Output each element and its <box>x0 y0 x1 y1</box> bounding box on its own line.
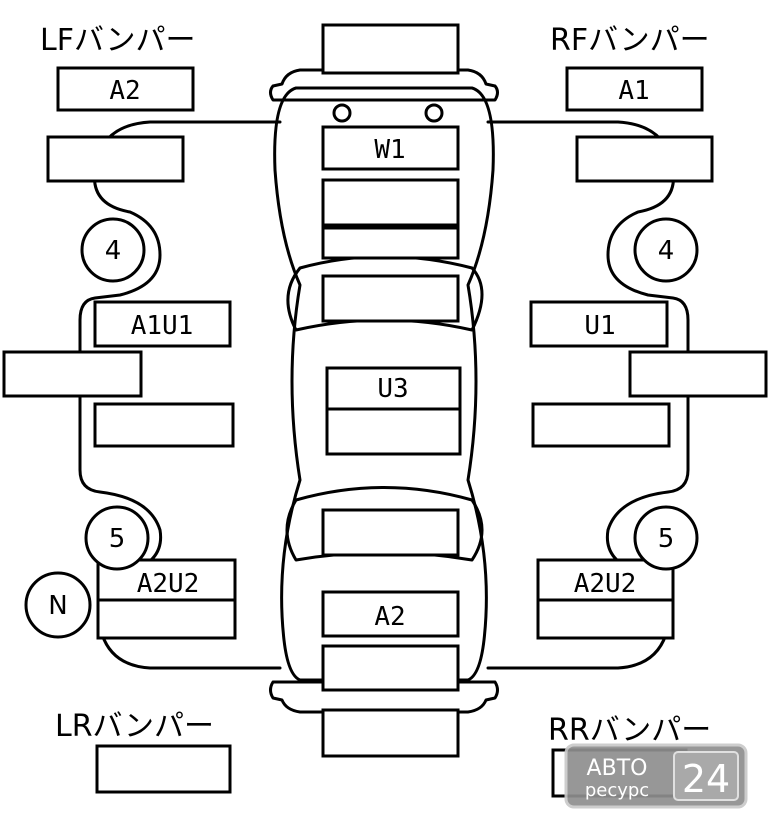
rear-glass-box <box>321 508 460 557</box>
right-rear-door-box <box>531 402 671 448</box>
hood-box-upper <box>321 178 460 227</box>
lr-bumper-box <box>95 744 232 794</box>
right-front-door-code: U1 <box>584 311 615 341</box>
left-rear-wheel-label: 5 <box>109 524 126 554</box>
trunk-box <box>321 644 460 692</box>
left-front-wheel-marker: 4 <box>80 217 146 283</box>
windshield-box: W1 <box>321 125 460 171</box>
right-sill-box <box>628 350 768 398</box>
watermark-line2: ресурс <box>585 780 649 801</box>
left-sill-box <box>2 350 143 398</box>
lf-bumper-code: A2 <box>109 76 140 106</box>
left-extra-marker: N <box>24 571 92 639</box>
right-rear-wheel-label: 5 <box>658 524 675 554</box>
lf-bumper-title: LFバンパー <box>40 23 195 58</box>
watermark-logo: АВТО ресурс 24 <box>564 743 748 809</box>
left-quarter-code: A2U2 <box>137 569 200 599</box>
rear-bumper-box <box>321 708 460 758</box>
left-front-door-code: A1U1 <box>131 311 194 341</box>
roof-box-lower <box>325 407 462 456</box>
rear-bumper-outline <box>269 680 499 714</box>
rf-bumper-box: A1 <box>565 66 704 112</box>
front-bumper-outline <box>269 68 499 102</box>
right-quarter-code: A2U2 <box>574 569 637 599</box>
right-front-wheel-marker: 4 <box>633 217 699 283</box>
roof-code: U3 <box>377 374 408 404</box>
left-front-door-box: A1U1 <box>93 300 232 348</box>
left-fender-box <box>46 135 185 183</box>
front-bumper-box <box>321 23 460 75</box>
hood-box-lower <box>321 226 460 260</box>
rear-panel-code: A2 <box>374 602 405 632</box>
lr-bumper-title: LRバンパー <box>55 709 214 744</box>
left-rear-door-box <box>93 402 235 448</box>
right-front-wheel-label: 4 <box>658 236 675 266</box>
lf-bumper-box: A2 <box>56 66 195 112</box>
left-quarter-box-lower <box>96 598 237 640</box>
right-fender-box <box>575 135 714 183</box>
rr-bumper-title: RRバンパー <box>548 713 711 748</box>
left-extra-label: N <box>48 591 67 621</box>
left-mirror <box>332 103 352 123</box>
windshield-code: W1 <box>374 135 405 165</box>
right-front-door-box: U1 <box>529 300 669 348</box>
left-front-wheel-label: 4 <box>105 236 122 266</box>
right-quarter-box: A2U2 <box>536 558 675 602</box>
roof-box: U3 <box>325 366 462 411</box>
rear-window-outline <box>285 486 484 562</box>
watermark-line1: АВТО <box>587 756 648 781</box>
rf-bumper-code: A1 <box>618 76 649 106</box>
right-quarter-box-lower <box>536 598 675 640</box>
right-rear-wheel-marker: 5 <box>633 505 699 571</box>
rf-bumper-title: RFバンパー <box>550 23 710 58</box>
left-rear-wheel-marker: 5 <box>84 505 150 571</box>
rear-panel-box: A2 <box>321 590 460 638</box>
right-mirror <box>424 103 444 123</box>
watermark-number: 24 <box>682 757 730 801</box>
front-glass-box <box>321 274 460 323</box>
